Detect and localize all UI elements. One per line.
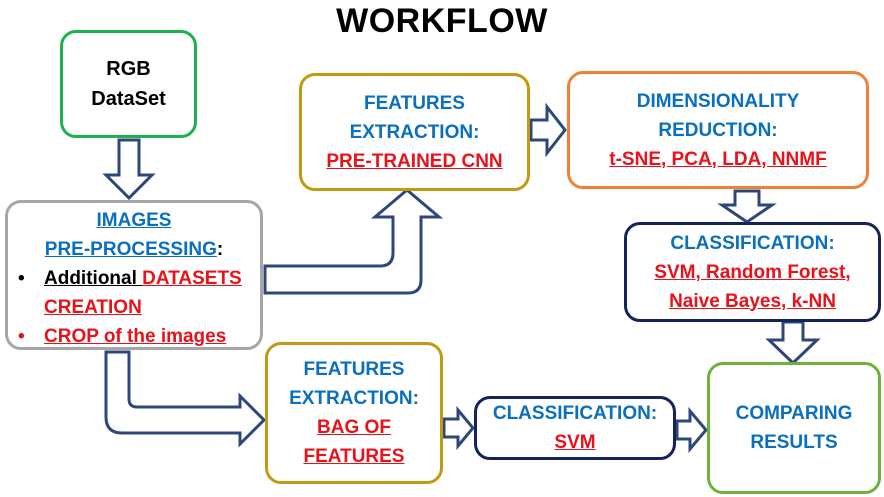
classification-node-2: CLASSIFICATION: SVM bbox=[474, 396, 676, 460]
rgb-label: RGB bbox=[106, 58, 151, 80]
dimensionality-reduction-node: DIMENSIONALITY REDUCTION: t-SNE, PCA, LD… bbox=[567, 71, 869, 189]
dimensionality-methods: t-SNE, PCA, LDA, NNMF bbox=[609, 148, 827, 170]
dimensionality-heading-2: REDUCTION: bbox=[658, 119, 778, 141]
comparing-results-node: COMPARING RESULTS bbox=[707, 362, 881, 494]
arrow-classification-to-comparing-results bbox=[675, 406, 708, 454]
preprocessing-item-datasets: • Additional DATASETS bbox=[8, 264, 260, 293]
preprocessing-heading-1: IMAGES bbox=[96, 210, 172, 231]
features-extraction-cnn-node: FEATURES EXTRACTION: PRE-TRAINED CNN bbox=[299, 73, 530, 191]
features-cnn-heading-2: EXTRACTION: bbox=[349, 121, 480, 143]
classification-2-heading: CLASSIFICATION: bbox=[492, 403, 658, 424]
classification-1-methods-1: SVM, Random Forest, bbox=[654, 261, 851, 283]
arrow-classification-to-comparing bbox=[765, 320, 821, 366]
arrow-preprocessing-to-features-cnn bbox=[263, 188, 444, 295]
preprocessing-heading-colon: : bbox=[216, 239, 224, 260]
preprocessing-heading-2-text: PRE-PROCESSING bbox=[44, 239, 217, 260]
preprocessing-item-crop: • CROP of the images bbox=[8, 322, 260, 351]
preprocessing-node: IMAGES PRE-PROCESSING: • Additional DATA… bbox=[5, 200, 263, 350]
dataset-label: DataSet bbox=[91, 88, 166, 110]
comparing-heading-1: COMPARING bbox=[735, 403, 853, 424]
arrow-dimensionality-to-classification bbox=[717, 189, 777, 224]
item-additional: Additional bbox=[44, 268, 143, 289]
arrow-features-bof-to-classification bbox=[442, 405, 475, 451]
features-extraction-bof-node: FEATURES EXTRACTION: BAG OF FEATURES bbox=[265, 342, 443, 484]
bullet-icon: • bbox=[18, 268, 25, 289]
rgb-dataset-node: RGB DataSet bbox=[60, 30, 197, 138]
preprocessing-item-creation: CREATION bbox=[8, 293, 260, 322]
features-bof-heading-1: FEATURES bbox=[303, 359, 405, 380]
comparing-heading-2: RESULTS bbox=[750, 432, 838, 453]
bullet-icon: • bbox=[18, 326, 25, 347]
item-datasets: DATASETS bbox=[142, 268, 242, 289]
item-crop: CROP of the images bbox=[44, 326, 227, 347]
item-creation: CREATION bbox=[44, 297, 142, 318]
arrow-features-cnn-to-dimensionality bbox=[529, 102, 567, 158]
dimensionality-heading-1: DIMENSIONALITY bbox=[636, 90, 800, 112]
preprocessing-heading-2: PRE-PROCESSING: bbox=[8, 235, 260, 264]
classification-1-heading: CLASSIFICATION: bbox=[670, 232, 835, 254]
classification-2-method: SVM bbox=[554, 432, 596, 453]
features-cnn-method: PRE-TRAINED CNN bbox=[326, 150, 503, 172]
diagram-title: WORKFLOW bbox=[336, 2, 548, 40]
arrow-rgb-to-preprocessing bbox=[102, 138, 156, 201]
features-bof-method-2: FEATURES bbox=[303, 446, 405, 467]
arrow-preprocessing-to-features-bof bbox=[104, 350, 267, 448]
classification-1-methods-2: Naive Bayes, k-NN bbox=[669, 290, 836, 312]
features-bof-heading-2: EXTRACTION: bbox=[289, 388, 419, 409]
features-cnn-heading-1: FEATURES bbox=[364, 92, 465, 114]
features-bof-method-1: BAG OF bbox=[317, 417, 391, 438]
classification-node-1: CLASSIFICATION: SVM, Random Forest, Naiv… bbox=[624, 222, 881, 322]
